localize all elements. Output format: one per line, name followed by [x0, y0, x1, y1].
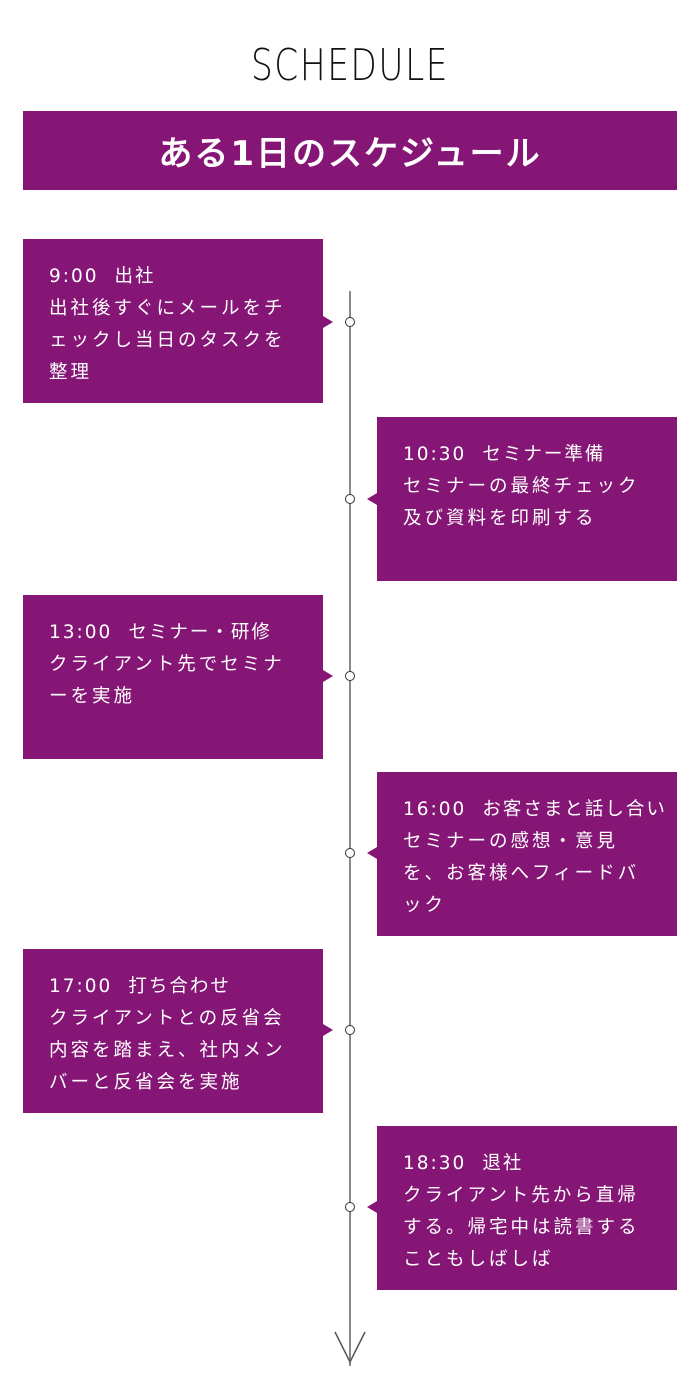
timeline-dot: [345, 317, 355, 327]
pointer-arrow: [323, 1024, 333, 1036]
event-description: クライアント先でセミナーを実施: [49, 654, 285, 707]
page-heading: SCHEDULE: [250, 40, 450, 91]
card-title: 9:00 出社: [49, 261, 299, 293]
event-time: 10:30: [403, 444, 467, 465]
pointer-arrow: [367, 847, 377, 859]
schedule-card: 9:00 出社 出社後すぐにメールをチェックし当日のタスクを整理: [23, 239, 323, 403]
card-title: 10:30 セミナー準備: [403, 439, 653, 471]
event-title: 退社: [482, 1153, 524, 1174]
event-description: クライアント先から直帰する。帰宅中は読書することもしばしば: [403, 1185, 640, 1270]
pointer-arrow: [323, 316, 333, 328]
pointer-arrow: [367, 1201, 377, 1213]
event-time: 18:30: [403, 1153, 467, 1174]
event-description: クライアントとの反省会内容を踏まえ、社内メンバーと反省会を実施: [49, 1008, 286, 1093]
schedule-banner: ある1日のスケジュール: [23, 111, 677, 190]
pointer-arrow: [323, 670, 333, 682]
timeline-dot: [345, 848, 355, 858]
card-title: 17:00 打ち合わせ: [49, 971, 299, 1003]
timeline-dot: [345, 494, 355, 504]
card-title: 13:00 セミナー・研修: [49, 617, 299, 649]
event-time: 13:00: [49, 622, 113, 643]
event-time: 16:00: [403, 799, 467, 820]
timeline-dot: [345, 1202, 355, 1212]
arrow-down-icon: [334, 1331, 366, 1364]
event-time: 9:00: [49, 266, 99, 287]
card-title: 16:00 お客さまと話し合い: [403, 794, 665, 826]
timeline-dot: [345, 671, 355, 681]
schedule-card: 10:30 セミナー準備 セミナーの最終チェック及び資料を印刷する: [377, 417, 677, 581]
event-title: セミナー・研修: [128, 622, 272, 643]
timeline-dot: [345, 1025, 355, 1035]
event-title: お客さまと話し合い: [482, 799, 667, 820]
schedule-card: 18:30 退社 クライアント先から直帰する。帰宅中は読書することもしばしば: [377, 1126, 677, 1290]
schedule-card: 13:00 セミナー・研修 クライアント先でセミナーを実施: [23, 595, 323, 759]
schedule-card: 16:00 お客さまと話し合い セミナーの感想・意見を、お客様へフィードバック: [377, 772, 677, 936]
event-time: 17:00: [49, 976, 113, 997]
event-title: 出社: [114, 266, 156, 287]
timeline-line: [349, 291, 351, 1366]
event-description: セミナーの感想・意見を、お客様へフィードバック: [403, 831, 640, 916]
card-title: 18:30 退社: [403, 1148, 653, 1180]
pointer-arrow: [367, 493, 377, 505]
schedule-card: 17:00 打ち合わせ クライアントとの反省会内容を踏まえ、社内メンバーと反省会を…: [23, 949, 323, 1113]
event-title: セミナー準備: [482, 444, 606, 465]
event-description: 出社後すぐにメールをチェックし当日のタスクを整理: [49, 298, 286, 383]
event-description: セミナーの最終チェック及び資料を印刷する: [403, 476, 640, 529]
event-title: 打ち合わせ: [128, 976, 231, 997]
